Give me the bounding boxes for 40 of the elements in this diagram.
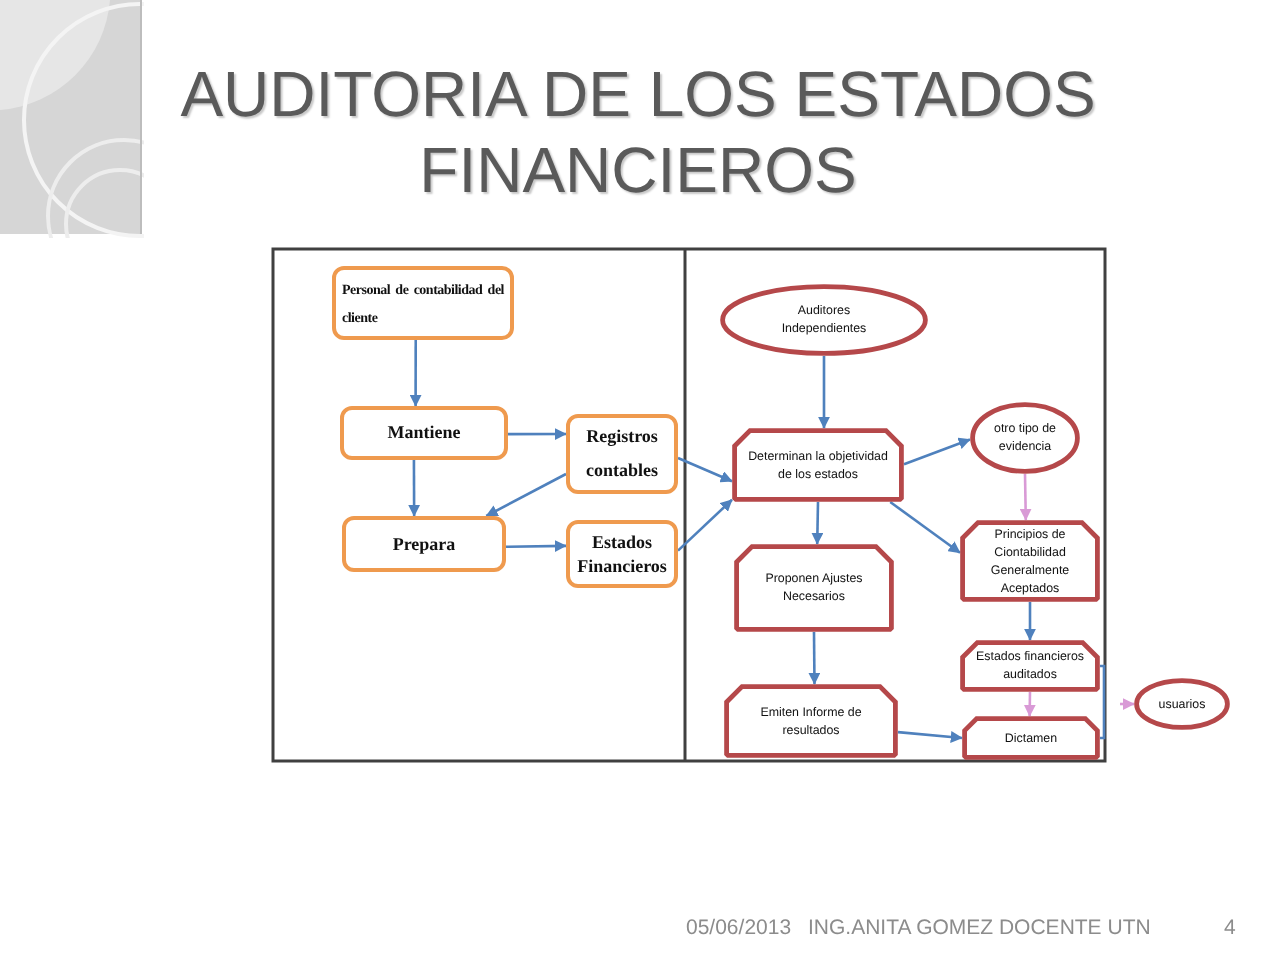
arrow bbox=[811, 501, 824, 545]
process-box bbox=[734, 544, 894, 632]
ellipse-node bbox=[1134, 678, 1230, 730]
ellipse-node bbox=[720, 284, 928, 356]
ellipse-node bbox=[970, 402, 1080, 474]
arrow bbox=[808, 632, 821, 685]
process-box bbox=[960, 640, 1100, 692]
process-box bbox=[724, 684, 898, 758]
process-box bbox=[332, 266, 514, 340]
node-label: Estados Financieros bbox=[575, 530, 669, 578]
node-label: Mantiene bbox=[387, 420, 461, 446]
arrow bbox=[408, 460, 421, 517]
page-number: 4 bbox=[1224, 916, 1236, 940]
arrow bbox=[1120, 698, 1135, 710]
date-label: 05/06/2013 bbox=[686, 916, 792, 940]
process-box bbox=[962, 716, 1100, 760]
arrow bbox=[903, 437, 971, 466]
arrow bbox=[485, 472, 567, 518]
arrow bbox=[409, 340, 422, 407]
arrow bbox=[508, 428, 567, 440]
slide-title: AUDITORIA DE LOS ESTADOS FINANCIEROS bbox=[178, 56, 1098, 208]
arrow bbox=[889, 500, 961, 554]
process-box bbox=[960, 520, 1100, 602]
process-box bbox=[340, 406, 508, 460]
arrow bbox=[818, 356, 830, 429]
arrow bbox=[505, 540, 567, 552]
node-label: Prepara bbox=[392, 531, 456, 558]
arrow bbox=[1023, 692, 1036, 717]
arrow bbox=[897, 730, 963, 743]
connector-line bbox=[1100, 664, 1106, 740]
process-box bbox=[342, 516, 506, 572]
arrow bbox=[1019, 473, 1032, 521]
footer-text: ING.ANITA GOMEZ DOCENTE UTN bbox=[808, 916, 1151, 940]
process-box bbox=[732, 428, 904, 502]
process-box bbox=[566, 414, 678, 494]
arrow bbox=[677, 456, 733, 483]
node-label: Registros contables bbox=[584, 424, 660, 484]
arrow bbox=[677, 498, 733, 552]
process-box bbox=[566, 520, 678, 588]
arrow bbox=[1024, 602, 1036, 641]
